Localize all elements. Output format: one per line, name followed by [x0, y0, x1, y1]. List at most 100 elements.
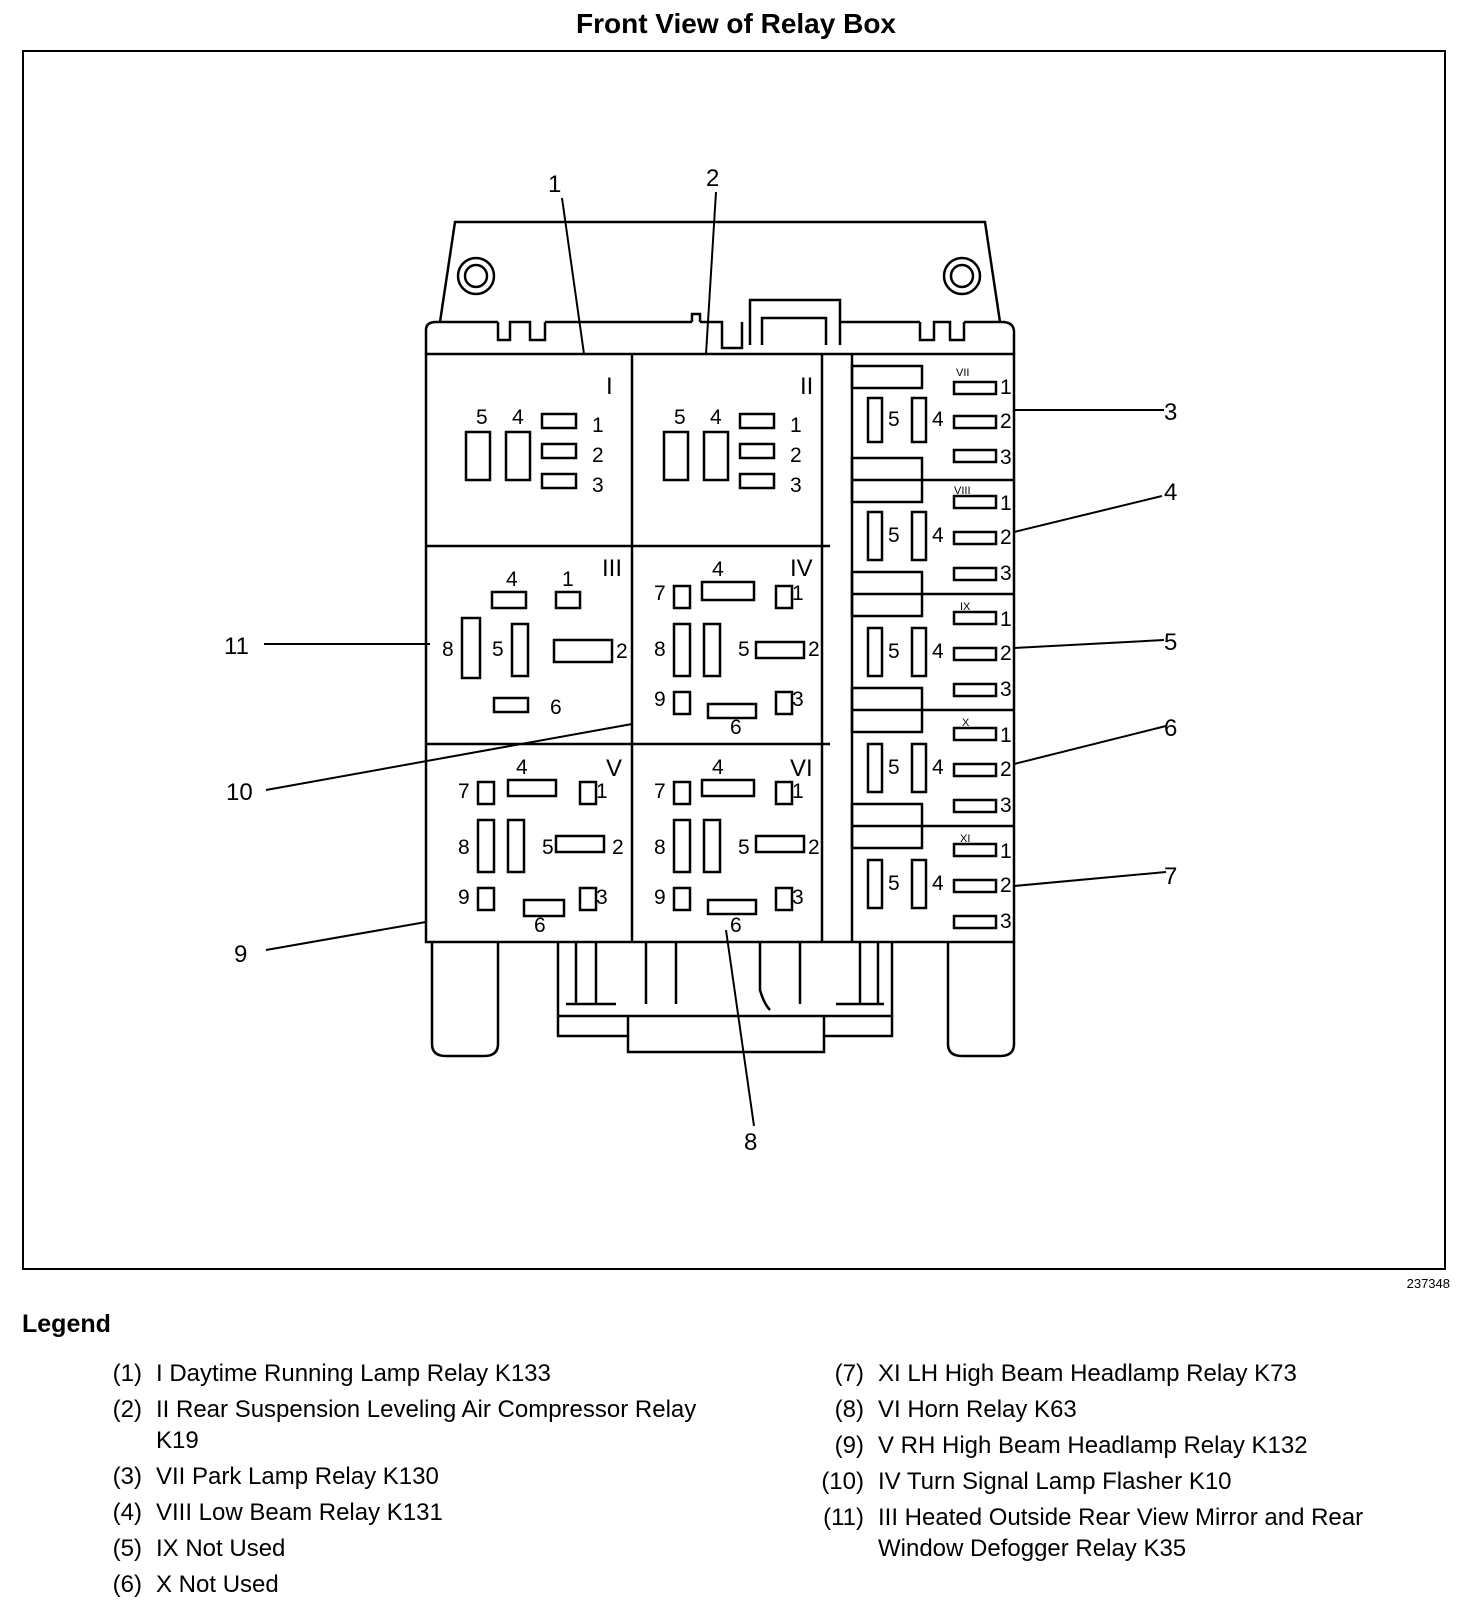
pin-label: 7	[654, 582, 666, 605]
pin-label: 3	[792, 688, 804, 711]
legend-item: (4)VIII Low Beam Relay K131	[82, 1497, 742, 1528]
pin-label: 4	[932, 872, 944, 895]
relay-label-IV: IV	[790, 555, 813, 582]
pin-label: 2	[1000, 642, 1012, 665]
pin-label: 5	[674, 406, 686, 429]
legend-item: (7)XI LH High Beam Headlamp Relay K73	[812, 1358, 1452, 1389]
pin-label: 3	[1000, 562, 1012, 585]
pin-label: 8	[442, 638, 454, 661]
page-title: Front View of Relay Box	[576, 8, 896, 39]
pin-label: 5	[492, 638, 504, 661]
legend-item: (8) VI Horn Relay K63	[812, 1394, 1452, 1425]
legend-text: VII Park Lamp Relay K130	[156, 1463, 439, 1490]
pin-label: 2	[1000, 758, 1012, 781]
callout-5: 5	[1164, 629, 1177, 656]
pin-label: 5	[888, 756, 900, 779]
pin-label: 9	[458, 886, 470, 909]
relay-label-IX: IX	[960, 601, 971, 613]
legend-text: VI Horn Relay K63	[878, 1396, 1077, 1423]
pin-label: 2	[1000, 526, 1012, 549]
callout-8: 8	[744, 1129, 757, 1156]
pin-label: 1	[1000, 492, 1012, 515]
pin-label: 4	[712, 558, 724, 581]
relay-label-I: I	[606, 373, 613, 400]
legend-text: IV Turn Signal Lamp Flasher K10	[878, 1468, 1232, 1495]
legend-number: (6)	[112, 1571, 142, 1598]
pin-label: 3	[1000, 794, 1012, 817]
pin-label: 4	[712, 756, 724, 779]
pin-label: 6	[534, 914, 546, 937]
pin-label: 6	[550, 696, 562, 719]
legend-item: (5) IX Not Used	[82, 1533, 742, 1564]
legend-number: (5)	[112, 1535, 142, 1562]
legend-number: (10)	[821, 1468, 864, 1495]
legend-text: X Not Used	[156, 1571, 279, 1598]
pin-label: 8	[458, 836, 470, 859]
relay-box-diagram: 1234567891011IIIIIIIVVVIVIIVIIIIXXXI5412…	[224, 165, 1177, 1156]
pin-label: 6	[730, 914, 742, 937]
legend-text: IX Not Used	[156, 1535, 286, 1562]
relay-socket-VII	[850, 364, 998, 504]
pin-label: 9	[654, 886, 666, 909]
pin-label: 3	[592, 474, 604, 497]
pin-label: 1	[562, 568, 574, 591]
legend-number: (3)	[112, 1463, 142, 1490]
pin-label: 4	[710, 406, 722, 429]
callout-2: 2	[706, 165, 719, 192]
pin-label: 4	[932, 756, 944, 779]
callout-7: 7	[1164, 863, 1177, 890]
callout-4: 4	[1164, 479, 1177, 506]
pin-label: 2	[616, 640, 628, 663]
legend-number: (11)	[823, 1504, 864, 1531]
pin-label: 4	[932, 524, 944, 547]
relay-socket-X	[850, 726, 998, 850]
legend-number: (2)	[112, 1396, 142, 1423]
relay-label-XI: XI	[960, 833, 970, 845]
pin-label: 3	[1000, 678, 1012, 701]
pin-label: 5	[738, 638, 750, 661]
housing-top	[438, 220, 1002, 323]
legend-text: II Rear Suspension Leveling Air Compress…	[156, 1396, 697, 1454]
callout-10: 10	[226, 779, 253, 806]
pin-label: 1	[1000, 608, 1012, 631]
legend-number: (1)	[112, 1360, 142, 1387]
callout-3: 3	[1164, 399, 1177, 426]
relay-socket-IX	[850, 610, 998, 734]
pin-label: 1	[792, 582, 804, 605]
legend-text: XI LH High Beam Headlamp Relay K73	[878, 1360, 1297, 1387]
legend-text: V RH High Beam Headlamp Relay K132	[878, 1432, 1308, 1459]
pin-label: 3	[596, 886, 608, 909]
legend-title: Legend	[22, 1310, 111, 1338]
relay-label-III: III	[602, 555, 622, 582]
pin-label: 5	[888, 640, 900, 663]
legend-number: (8)	[834, 1396, 864, 1423]
leader-lines	[264, 191, 1167, 1127]
legend-item: (11)III Heated Outside Rear View Mirror …	[812, 1502, 1452, 1564]
pin-label: 7	[458, 780, 470, 803]
pin-label: 5	[888, 872, 900, 895]
relay-socket-VIII	[850, 494, 998, 618]
figure-id: 237348	[1406, 1276, 1450, 1291]
pin-label: 4	[512, 406, 524, 429]
pin-label: 2	[808, 638, 820, 661]
pin-label: 1	[592, 414, 604, 437]
pin-label: 1	[790, 414, 802, 437]
pin-label: 6	[730, 716, 742, 739]
pin-label: 1	[1000, 840, 1012, 863]
pin-label: 4	[932, 640, 944, 663]
pin-label: 9	[654, 688, 666, 711]
relay-socket-XI	[866, 842, 998, 930]
pin-label: 4	[932, 408, 944, 431]
legend-item: (9)V RH High Beam Headlamp Relay K132	[812, 1430, 1452, 1461]
pin-label: 3	[790, 474, 802, 497]
pin-label: 5	[738, 836, 750, 859]
mount-hole-left	[456, 256, 496, 296]
bottom-connector	[556, 942, 894, 1054]
pin-label: 5	[542, 836, 554, 859]
pin-label: 3	[792, 886, 804, 909]
relay-label-VI: VI	[790, 755, 813, 782]
pin-label: 5	[888, 408, 900, 431]
pin-label: 2	[808, 836, 820, 859]
relay-label-X: X	[962, 717, 970, 729]
callout-1: 1	[548, 171, 561, 198]
